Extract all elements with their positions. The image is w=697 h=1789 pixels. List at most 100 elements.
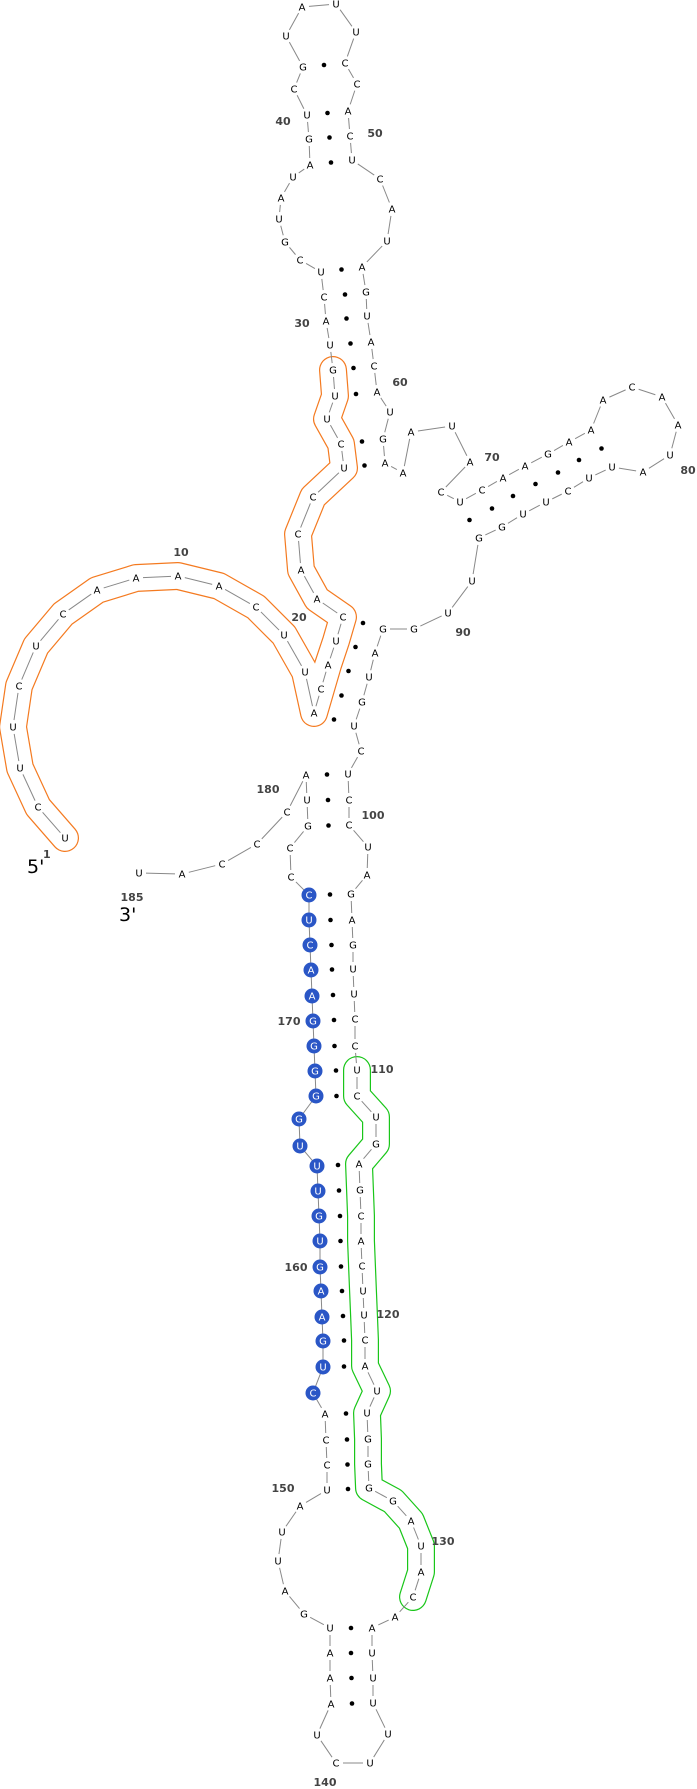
nucleotide-132[interactable]: C xyxy=(410,1593,417,1604)
nucleotide-92[interactable]: G xyxy=(379,625,387,636)
nucleotide-57[interactable]: U xyxy=(363,312,370,323)
nucleotide-148[interactable]: U xyxy=(274,1557,281,1568)
nucleotide-175[interactable]: C xyxy=(301,887,317,903)
nucleotide-11[interactable]: A xyxy=(216,582,223,593)
nucleotide-155[interactable]: C xyxy=(305,1385,321,1401)
nucleotide-131[interactable]: A xyxy=(418,1568,425,1579)
nucleotide-129[interactable]: A xyxy=(408,1517,415,1528)
nucleotide-105[interactable]: G xyxy=(349,941,357,952)
nucleotide-80[interactable]: U xyxy=(666,451,673,462)
nucleotide-83[interactable]: U xyxy=(585,474,592,485)
nucleotide-142[interactable]: A xyxy=(328,1700,335,1711)
nucleotide-60[interactable]: A xyxy=(374,388,381,399)
nucleotide-75[interactable]: A xyxy=(588,426,595,437)
nucleotide-81[interactable]: A xyxy=(640,468,647,479)
nucleotide-123[interactable]: U xyxy=(373,1387,380,1398)
nucleotide-128[interactable]: G xyxy=(389,1497,397,1508)
nucleotide-20[interactable]: A xyxy=(314,595,321,606)
nucleotide-154[interactable]: A xyxy=(322,1410,329,1421)
nucleotide-52[interactable]: C xyxy=(377,175,384,186)
nucleotide-138[interactable]: U xyxy=(384,1730,391,1741)
nucleotide-2[interactable]: C xyxy=(35,803,42,814)
nucleotide-29[interactable]: U xyxy=(326,341,333,352)
nucleotide-53[interactable]: A xyxy=(389,205,396,216)
nucleotide-90[interactable]: U xyxy=(444,609,451,620)
nucleotide-67[interactable]: A xyxy=(467,458,474,469)
nucleotide-109[interactable]: C xyxy=(352,1042,359,1053)
nucleotide-149[interactable]: U xyxy=(278,1528,285,1539)
nucleotide-139[interactable]: U xyxy=(366,1759,373,1770)
nucleotide-23[interactable]: C xyxy=(310,493,317,504)
nucleotide-180[interactable]: A xyxy=(303,771,310,782)
nucleotide-33[interactable]: C xyxy=(297,256,304,267)
nucleotide-96[interactable]: U xyxy=(350,722,357,733)
nucleotide-94[interactable]: U xyxy=(365,673,372,684)
nucleotide-19[interactable]: C xyxy=(340,613,347,624)
nucleotide-64[interactable]: A xyxy=(400,469,407,480)
nucleotide-87[interactable]: G xyxy=(498,523,506,534)
nucleotide-168[interactable]: G xyxy=(307,1063,323,1079)
nucleotide-42[interactable]: G xyxy=(299,63,307,74)
nucleotide-151[interactable]: U xyxy=(323,1486,330,1497)
nucleotide-185[interactable]: U xyxy=(135,869,142,880)
nucleotide-26[interactable]: U xyxy=(323,415,330,426)
nucleotide-140[interactable]: C xyxy=(333,1759,340,1770)
nucleotide-107[interactable]: U xyxy=(350,990,357,1001)
nucleotide-5[interactable]: C xyxy=(16,682,23,693)
nucleotide-115[interactable]: G xyxy=(356,1186,364,1197)
nucleotide-119[interactable]: U xyxy=(359,1287,366,1298)
nucleotide-54[interactable]: U xyxy=(383,237,390,248)
nucleotide-104[interactable]: A xyxy=(349,916,356,927)
nucleotide-99[interactable]: C xyxy=(346,796,353,807)
nucleotide-117[interactable]: A xyxy=(358,1237,365,1248)
nucleotide-110[interactable]: U xyxy=(353,1066,360,1077)
nucleotide-93[interactable]: A xyxy=(372,649,379,660)
nucleotide-184[interactable]: A xyxy=(179,870,186,881)
nucleotide-127[interactable]: G xyxy=(365,1484,373,1495)
nucleotide-56[interactable]: G xyxy=(362,288,370,299)
nucleotide-122[interactable]: A xyxy=(362,1362,369,1373)
nucleotide-37[interactable]: U xyxy=(289,173,296,184)
nucleotide-59[interactable]: C xyxy=(371,362,378,373)
nucleotide-137[interactable]: U xyxy=(369,1699,376,1710)
nucleotide-62[interactable]: G xyxy=(379,435,387,446)
nucleotide-157[interactable]: G xyxy=(315,1333,331,1349)
nucleotide-162[interactable]: G xyxy=(311,1208,327,1224)
nucleotide-31[interactable]: C xyxy=(321,293,328,304)
nucleotide-152[interactable]: C xyxy=(324,1461,331,1472)
nucleotide-166[interactable]: G xyxy=(291,1111,307,1127)
nucleotide-68[interactable]: C xyxy=(438,488,445,499)
nucleotide-85[interactable]: U xyxy=(542,498,549,509)
nucleotide-86[interactable]: U xyxy=(519,510,526,521)
nucleotide-114[interactable]: A xyxy=(356,1160,363,1171)
nucleotide-170[interactable]: G xyxy=(305,1013,321,1029)
nucleotide-161[interactable]: U xyxy=(312,1233,328,1249)
nucleotide-176[interactable]: C xyxy=(288,873,295,884)
nucleotide-98[interactable]: U xyxy=(344,770,351,781)
nucleotide-35[interactable]: U xyxy=(275,215,282,226)
nucleotide-181[interactable]: C xyxy=(284,808,291,819)
nucleotide-88[interactable]: G xyxy=(475,534,483,545)
nucleotide-76[interactable]: A xyxy=(600,396,607,407)
nucleotide-153[interactable]: C xyxy=(323,1436,330,1447)
nucleotide-108[interactable]: C xyxy=(352,1015,359,1026)
nucleotide-134[interactable]: A xyxy=(369,1624,376,1635)
nucleotide-182[interactable]: C xyxy=(254,840,261,851)
nucleotide-120[interactable]: U xyxy=(360,1311,367,1322)
nucleotide-21[interactable]: A xyxy=(298,566,305,577)
nucleotide-44[interactable]: A xyxy=(299,3,306,14)
nucleotide-38[interactable]: A xyxy=(307,161,314,172)
nucleotide-179[interactable]: U xyxy=(303,796,310,807)
nucleotide-144[interactable]: A xyxy=(327,1649,334,1660)
nucleotide-65[interactable]: A xyxy=(408,428,415,439)
nucleotide-112[interactable]: U xyxy=(372,1113,379,1124)
nucleotide-146[interactable]: G xyxy=(300,1610,308,1621)
nucleotide-164[interactable]: U xyxy=(309,1158,325,1174)
nucleotide-4[interactable]: U xyxy=(9,723,16,734)
nucleotide-51[interactable]: U xyxy=(348,156,355,167)
nucleotide-82[interactable]: U xyxy=(608,463,615,474)
nucleotide-72[interactable]: A xyxy=(522,462,529,473)
nucleotide-7[interactable]: C xyxy=(60,610,67,621)
nucleotide-74[interactable]: A xyxy=(566,438,573,449)
nucleotide-28[interactable]: G xyxy=(329,366,337,377)
